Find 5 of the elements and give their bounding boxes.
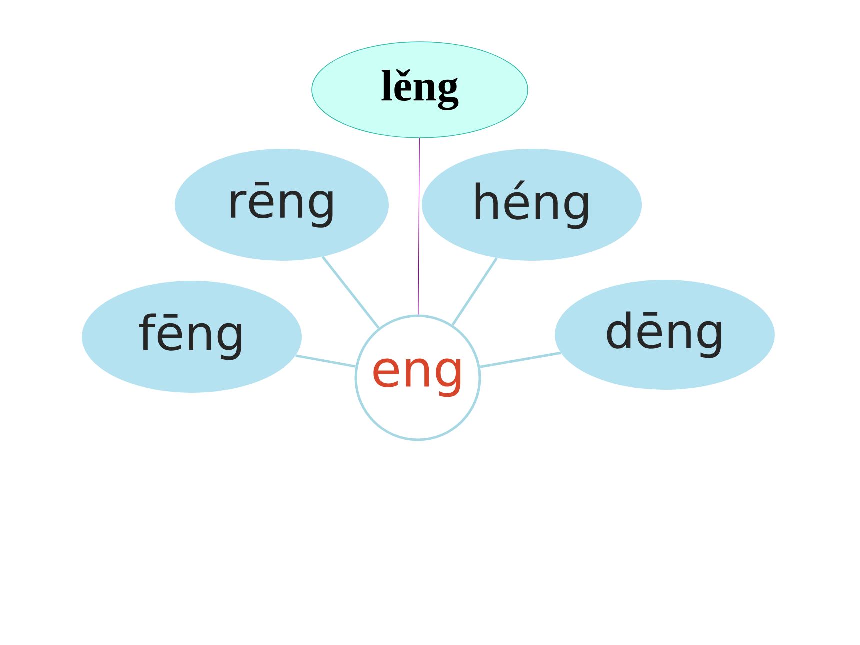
connector-line — [322, 256, 380, 330]
connector-line — [418, 138, 420, 316]
connector-line — [480, 352, 562, 368]
connector-line — [452, 258, 498, 326]
connector-line — [296, 354, 356, 368]
